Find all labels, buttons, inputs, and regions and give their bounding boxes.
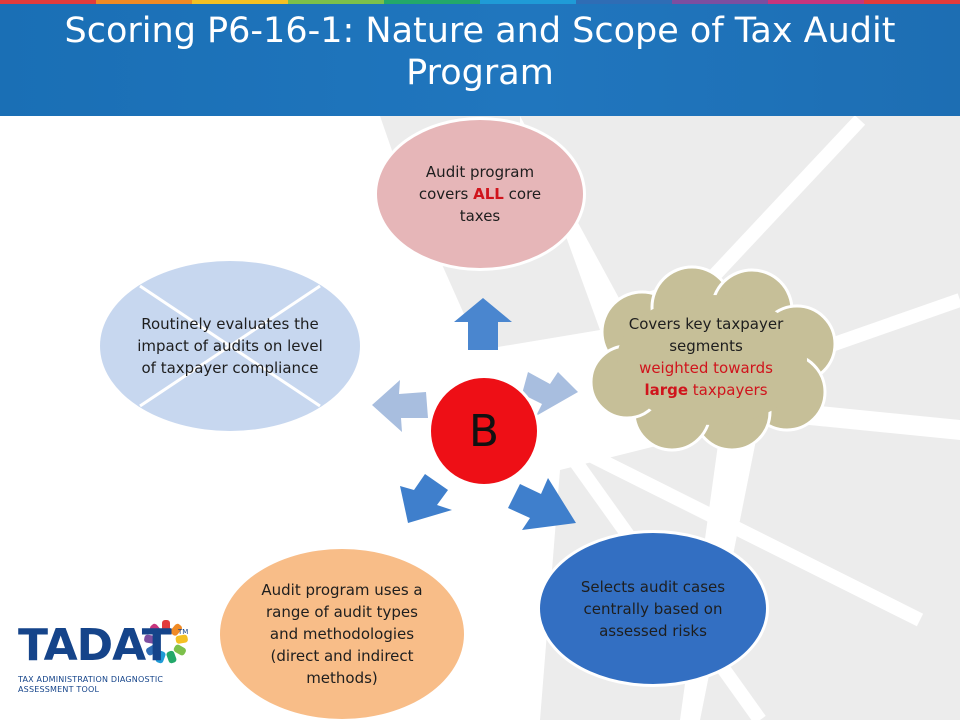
tadat-logo-icon [144, 620, 188, 664]
arrow-downright-icon [508, 478, 576, 530]
logo-petal [170, 623, 182, 636]
arrow-left-icon [372, 380, 428, 432]
node-taxpayer-segments: Covers key taxpayer segments weighted to… [595, 282, 817, 432]
logo-petal [175, 634, 188, 644]
logo-petal [162, 620, 170, 632]
center-score-label: B [468, 405, 500, 457]
node-evaluate-impact-label-text: Routinely evaluates the impact of audits… [137, 315, 323, 377]
title-bar: Scoring P6-16-1: Nature and Scope of Tax… [0, 0, 960, 116]
logo-trademark: TM [178, 628, 189, 636]
stripe-segment [384, 0, 480, 4]
stripe-segment [288, 0, 384, 4]
stripe-segment [192, 0, 288, 4]
stripe-segment [96, 0, 192, 4]
logo-petal [166, 650, 177, 664]
logo-petal [144, 634, 157, 644]
arrow-downleft-icon [400, 474, 452, 523]
node-taxpayer-segments-text: Covers key taxpayer segments weighted to… [605, 313, 807, 401]
node-core-taxes-prefix: Audit program covers [418, 163, 535, 203]
node-taxpayer-segments-highlight: weighted towards [639, 359, 773, 377]
logo-petal [173, 644, 186, 656]
stripe-segment [768, 0, 864, 4]
node-evaluate-impact-dividers [139, 284, 321, 408]
page-title: Scoring P6-16-1: Nature and Scope of Tax… [64, 11, 896, 93]
logo-name: TADAT [18, 620, 172, 671]
node-taxpayer-segments-tail: taxpayers [688, 381, 768, 399]
arrow-upright-icon [522, 372, 578, 416]
logo-petal [155, 650, 166, 664]
node-core-taxes: Audit program covers ALL core taxes [374, 117, 586, 271]
node-audit-methods-text: Audit program uses a range of audit type… [261, 581, 423, 687]
node-taxpayer-segments-bold: large [644, 381, 689, 399]
stripe-segment [0, 0, 96, 4]
node-taxpayer-segments-main: Covers key taxpayer segments [628, 315, 784, 355]
stripe-segment [576, 0, 672, 4]
logo-petal [146, 644, 159, 656]
node-audit-methods: Audit program uses a range of audit type… [217, 546, 467, 722]
node-core-taxes-text: Audit program covers ALL core taxes [405, 161, 555, 227]
stripe-segment [864, 0, 960, 4]
cloud-shape [589, 265, 837, 452]
logo-subtitle: TAX ADMINISTRATION DIAGNOSTIC ASSESSMENT… [18, 675, 164, 694]
node-core-taxes-highlight: ALL [473, 185, 504, 203]
node-evaluate-impact-label: Routinely evaluates the impact of audits… [100, 261, 360, 431]
node-case-selection: Selects audit cases centrally based on a… [537, 530, 769, 687]
arrow-up-icon [454, 298, 512, 350]
color-stripe [0, 0, 960, 4]
node-core-taxes-suffix: core taxes [459, 185, 542, 225]
stripe-segment [672, 0, 768, 4]
center-score: B [428, 375, 540, 487]
stripe-segment [480, 0, 576, 4]
logo-petal [150, 623, 162, 636]
node-case-selection-text: Selects audit cases centrally based on a… [580, 577, 726, 640]
